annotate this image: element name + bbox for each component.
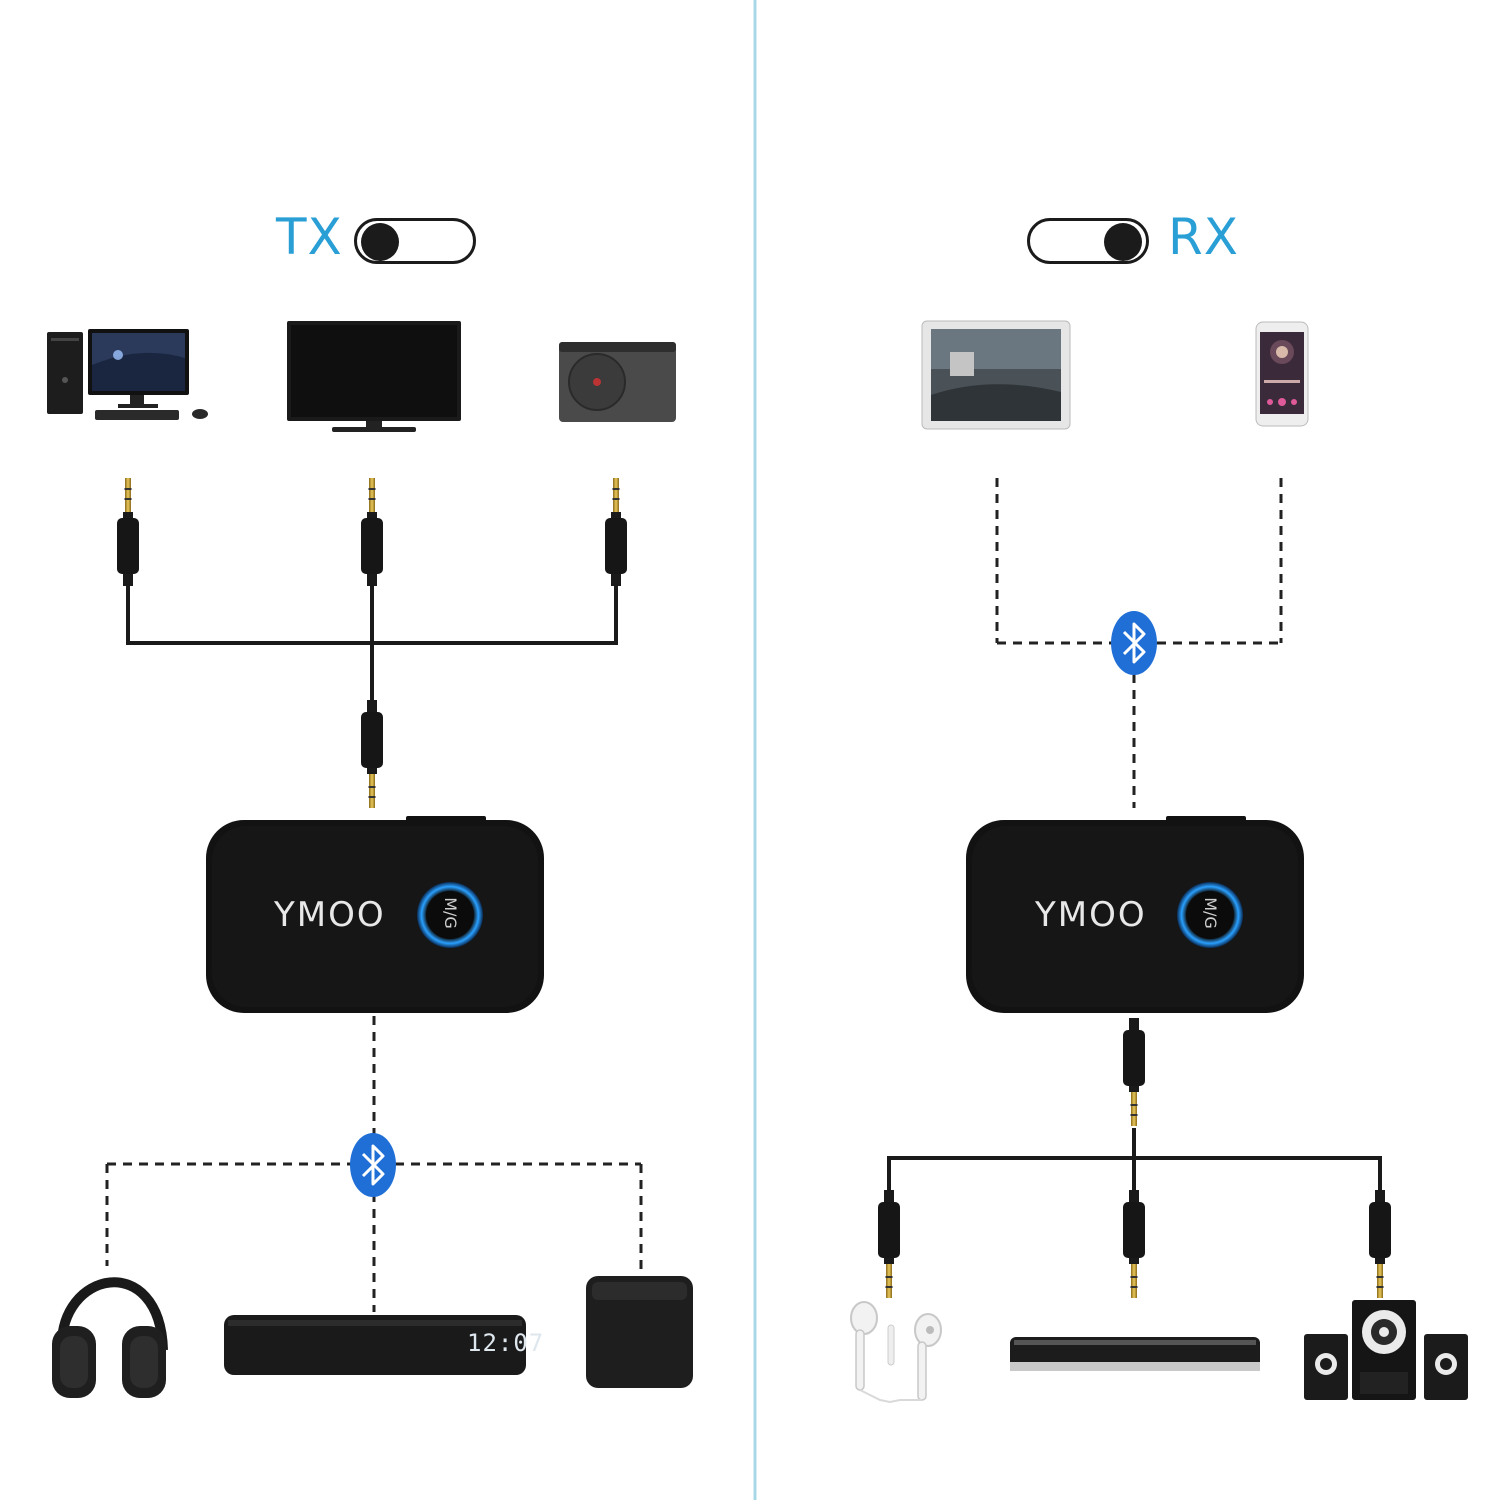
tablet-icon <box>921 320 1071 430</box>
tx-mode-button-label: M/G <box>440 897 460 929</box>
tx-bluetooth-icon <box>348 1131 398 1199</box>
rx-brand-logo: YMOO <box>1035 895 1147 935</box>
rx-bluetooth-icon <box>1109 609 1159 677</box>
rx-mode-label: RX <box>1168 208 1239 266</box>
tx-transmitter-device <box>206 816 544 1013</box>
rx-bluetooth-links <box>995 478 1283 808</box>
toggle-knob <box>361 223 399 261</box>
tx-bluetooth-links <box>105 1016 643 1312</box>
rx-mode-button-label: M/G <box>1200 897 1220 929</box>
rx-mode-toggle[interactable] <box>1027 218 1149 264</box>
wired-earphones-icon <box>850 1301 942 1404</box>
rx-aux-cable <box>878 1018 1391 1298</box>
smartphone-icon <box>1255 321 1309 427</box>
tx-brand-logo: YMOO <box>274 895 386 935</box>
cd-player-icon <box>559 342 676 422</box>
desktop-computer-icon <box>47 329 208 420</box>
tv-icon <box>287 321 461 432</box>
tx-aux-cable <box>117 478 627 808</box>
soundbar-clock-display: 12:07 <box>467 1329 545 1357</box>
tx-mode-toggle[interactable] <box>354 218 476 264</box>
headphones-icon <box>52 1277 168 1398</box>
soundbar-clock-icon <box>224 1315 526 1375</box>
tx-mode-label: TX <box>276 208 343 266</box>
rx-receiver-device <box>966 816 1304 1013</box>
soundbar-icon <box>1010 1337 1260 1371</box>
speaker-system-icon <box>1304 1300 1468 1400</box>
bluetooth-speaker-icon <box>586 1276 693 1388</box>
toggle-knob <box>1104 223 1142 261</box>
